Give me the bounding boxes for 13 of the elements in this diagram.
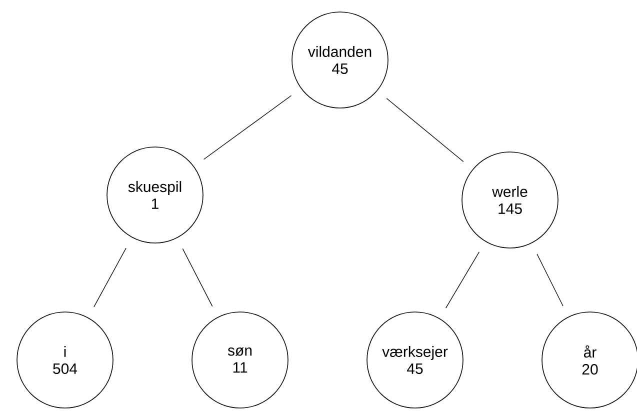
edge-line [536, 254, 564, 306]
tree-node: værksejer 45 [366, 312, 464, 408]
tree-node: søn 11 [192, 312, 288, 408]
edge-line [386, 98, 464, 162]
edge-line [182, 248, 213, 307]
edge-line [445, 252, 480, 308]
tree-node: skuespil 1 [106, 146, 204, 244]
tree-node: år 20 [542, 312, 637, 408]
tree-node: i 504 [16, 312, 114, 408]
tree-node: werle 145 [462, 152, 558, 248]
edge-line [94, 248, 126, 308]
tree-node: vildanden 45 [292, 12, 388, 108]
edge-line [203, 95, 292, 160]
